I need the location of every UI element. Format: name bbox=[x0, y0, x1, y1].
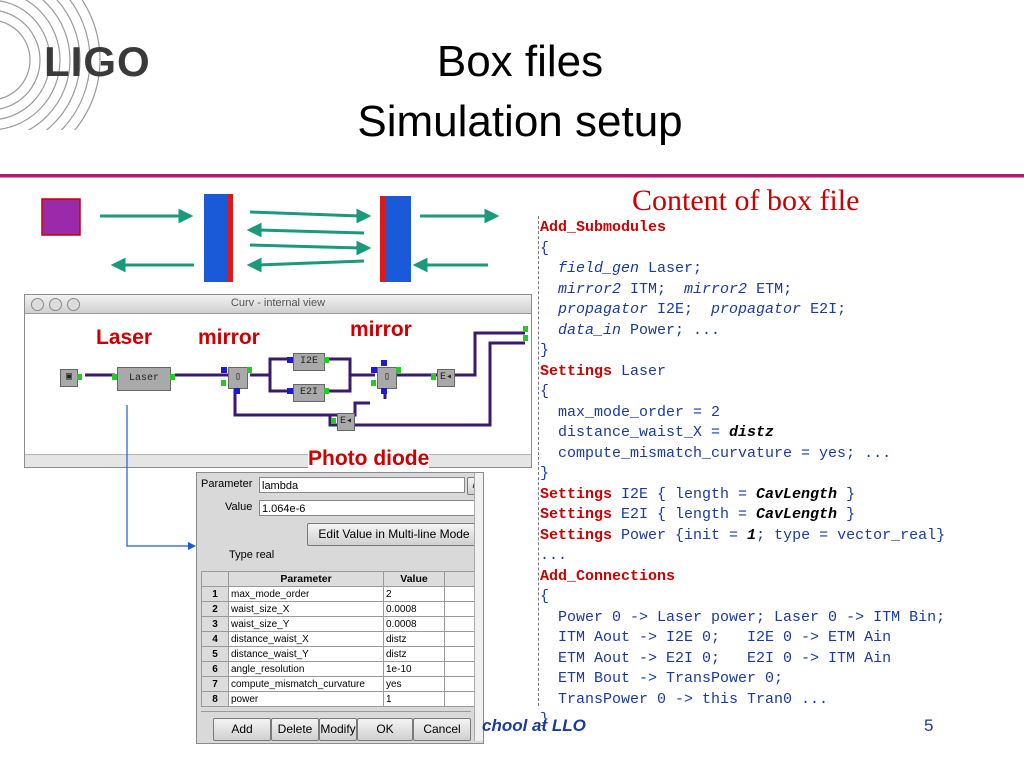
param-column-header[interactable]: Parameter bbox=[228, 571, 384, 587]
laser-label: Laser bbox=[96, 326, 153, 349]
close-window-button[interactable] bbox=[31, 298, 44, 311]
box-file-code: Add_Submodules { field_gen Laser; mirror… bbox=[540, 219, 946, 728]
value-column-header[interactable]: Value bbox=[383, 571, 445, 587]
parameter-dialog: Parameter lambda / Value 1.064e-6 Edit V… bbox=[196, 472, 484, 744]
ligo-logo-arcs bbox=[0, 0, 101, 130]
laser-to-dialog-connector bbox=[126, 405, 196, 550]
code-margin-line bbox=[538, 216, 540, 706]
ok-button[interactable]: OK bbox=[357, 718, 413, 741]
mirror-label-2: mirror bbox=[350, 318, 412, 341]
curv-internal-view-window: Curv - internal view ▣ Laser ▯ I2E E2I bbox=[24, 294, 532, 468]
parameter-label: Parameter bbox=[201, 478, 253, 490]
footer-text: chool at LLO bbox=[482, 716, 586, 735]
data-in-icon[interactable]: ▣ bbox=[60, 369, 78, 387]
window-status-bar bbox=[25, 454, 531, 467]
zoom-window-button[interactable] bbox=[67, 298, 80, 311]
value-input[interactable]: 1.064e-6 bbox=[259, 500, 479, 516]
modify-button[interactable]: Modify bbox=[319, 718, 357, 741]
photo-diode-label: Photo diode bbox=[308, 447, 430, 471]
laser-source-square bbox=[41, 198, 81, 236]
dialog-scrollbar[interactable] bbox=[474, 473, 483, 741]
i2e-propagator-block[interactable]: I2E bbox=[293, 353, 325, 371]
window-title-bar[interactable]: Curv - internal view bbox=[25, 295, 531, 314]
end-mirror bbox=[385, 196, 411, 282]
content-title: Content of box file bbox=[632, 184, 860, 217]
slide-title-line1: Box files bbox=[436, 37, 604, 86]
slide-title-line2: Simulation setup bbox=[357, 97, 683, 146]
delete-button[interactable]: Delete bbox=[271, 718, 319, 741]
etm-mirror-block[interactable]: ▯ bbox=[377, 367, 397, 389]
cancel-button[interactable]: Cancel bbox=[413, 718, 471, 741]
add-button[interactable]: Add bbox=[213, 718, 271, 741]
page-number: 5 bbox=[924, 716, 934, 735]
title-divider-shadow bbox=[0, 177, 1024, 178]
title-divider bbox=[0, 174, 1024, 177]
i2e-block-label: I2E bbox=[299, 356, 318, 367]
mirror-label-1: mirror bbox=[198, 326, 260, 349]
value-label: Value bbox=[225, 501, 253, 513]
e2i-block-label: E2I bbox=[299, 387, 318, 398]
e2i-propagator-block[interactable]: E2I bbox=[293, 384, 325, 402]
ligo-logo: LIGO bbox=[44, 38, 151, 85]
minimize-window-button[interactable] bbox=[49, 298, 62, 311]
laser-block[interactable]: Laser bbox=[117, 367, 171, 391]
trans-power-icon[interactable]: E◂ bbox=[437, 369, 455, 387]
parameter-input[interactable]: lambda bbox=[259, 477, 465, 493]
itm-mirror-block[interactable]: ▯ bbox=[228, 367, 248, 389]
input-mirror bbox=[204, 194, 228, 282]
edit-multiline-button[interactable]: Edit Value in Multi-line Mode bbox=[307, 523, 481, 546]
window-title: Curv - internal view bbox=[230, 297, 326, 309]
laser-block-label: Laser bbox=[128, 373, 159, 384]
type-text: Type real bbox=[229, 549, 275, 561]
optical-schematic bbox=[41, 194, 500, 282]
photo-diode-icon[interactable]: E◂ bbox=[337, 413, 355, 431]
